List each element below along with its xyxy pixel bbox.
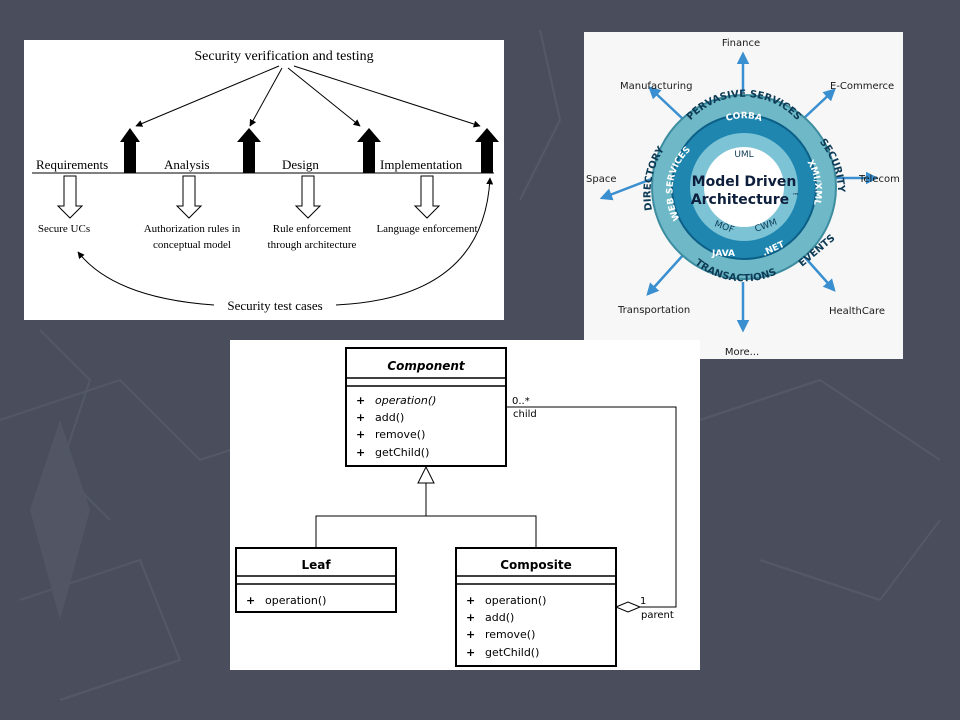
phase-design: Design — [282, 157, 319, 172]
inner-uml: UML — [734, 150, 753, 160]
aggregation-diamond — [614, 601, 642, 613]
assoc-parent-role: parent — [641, 610, 674, 621]
arrow-manufacturing — [648, 86, 685, 121]
generalization-lines — [315, 515, 537, 548]
test-case-curve-left — [77, 251, 215, 306]
phase-analysis: Analysis — [164, 157, 210, 172]
component-class-name: Component — [387, 359, 466, 373]
checkpoint-arrow-4 — [475, 128, 499, 173]
output-rule-line2: through architecture — [268, 239, 357, 251]
composite-vis-3: + — [466, 628, 475, 641]
test-arrow-analysis — [249, 67, 283, 127]
checkpoint-arrow-3 — [357, 128, 381, 173]
composite-vis-4: + — [466, 646, 475, 659]
aggregation-line — [506, 406, 677, 608]
domain-more: More... — [725, 347, 759, 358]
mda-title-line1: Model Driven — [692, 174, 797, 190]
output-authorization-line2: conceptual model — [153, 239, 231, 251]
security-test-cases-label: Security test cases — [227, 298, 322, 313]
output-arrow-3 — [294, 175, 322, 219]
leaf-class-name: Leaf — [301, 558, 331, 572]
security-title: Security verification and testing — [194, 49, 373, 64]
checkpoint-arrow-1 — [120, 128, 140, 173]
composite-vis-2: + — [466, 611, 475, 624]
domain-telecom: Telecom — [858, 174, 900, 185]
composite-op-operation: operation() — [485, 594, 546, 607]
assoc-child-role: child — [513, 409, 537, 420]
output-authorization-line1: Authorization rules in — [144, 223, 241, 235]
composite-op-remove: remove() — [485, 628, 535, 641]
domain-healthcare: HealthCare — [829, 306, 885, 317]
domain-transportation: Transportation — [617, 305, 690, 316]
ring-java: JAVA — [711, 249, 735, 259]
component-vis-2: + — [356, 411, 365, 424]
test-case-curve-right — [335, 177, 494, 306]
composite-op-getchild: getChild() — [485, 646, 539, 659]
phase-implementation: Implementation — [380, 157, 463, 172]
component-vis-1: + — [356, 394, 365, 407]
checkpoint-arrow-2 — [237, 128, 261, 173]
component-op-getchild: getChild() — [375, 446, 429, 459]
component-vis-3: + — [356, 428, 365, 441]
assoc-child-multiplicity: 0..* — [512, 396, 530, 407]
domain-space: Space — [586, 174, 616, 185]
arrow-transportation — [646, 253, 685, 296]
ring-corba: CORBA — [725, 111, 763, 124]
mda-core — [704, 147, 784, 227]
test-arrow-design — [287, 67, 361, 127]
component-vis-4: + — [356, 446, 365, 459]
test-arrow-implementation — [293, 65, 481, 128]
mda-title-line2: Architecture — [691, 192, 789, 208]
composite-op-add: add() — [485, 611, 514, 624]
leaf-class-box — [235, 547, 397, 613]
composite-class-name: Composite — [500, 558, 572, 572]
domain-finance: Finance — [722, 38, 760, 49]
output-language: Language enforcement — [376, 223, 477, 235]
component-op-remove: remove() — [375, 428, 425, 441]
arrow-space — [599, 176, 655, 201]
compass-needle-decoration — [30, 420, 90, 620]
test-arrow-requirements — [135, 65, 280, 127]
phase-requirements: Requirements — [36, 157, 108, 172]
mda-diagram: PERVASIVE SERVICES TRANSACTIONS DIRECTOR… — [584, 32, 903, 359]
security-lifecycle-diagram: Security verification and testing Requir… — [24, 40, 504, 320]
component-op-add: add() — [375, 411, 404, 424]
composite-vis-1: + — [466, 594, 475, 607]
arrow-healthcare — [801, 253, 836, 292]
domain-manufacturing: Manufacturing — [620, 81, 692, 92]
component-class-box — [345, 347, 507, 467]
assoc-parent-multiplicity: 1 — [640, 596, 646, 607]
mda-trademark: ™ — [792, 192, 799, 200]
output-arrow-2 — [175, 175, 203, 219]
output-arrow-4 — [413, 175, 441, 219]
leaf-op-operation: operation() — [265, 594, 326, 607]
uml-composite-diagram: Component + operation() + add() + remove… — [230, 340, 700, 670]
domain-ecommerce: E-Commerce — [830, 81, 894, 92]
output-secure-ucs: Secure UCs — [38, 223, 90, 235]
output-arrow-1 — [56, 175, 84, 219]
output-rule-line1: Rule enforcement — [273, 223, 352, 235]
arrow-ecommerce — [801, 88, 836, 121]
component-op-operation: operation() — [375, 394, 436, 407]
leaf-vis-1: + — [246, 594, 255, 607]
generalization-triangle — [417, 465, 435, 484]
